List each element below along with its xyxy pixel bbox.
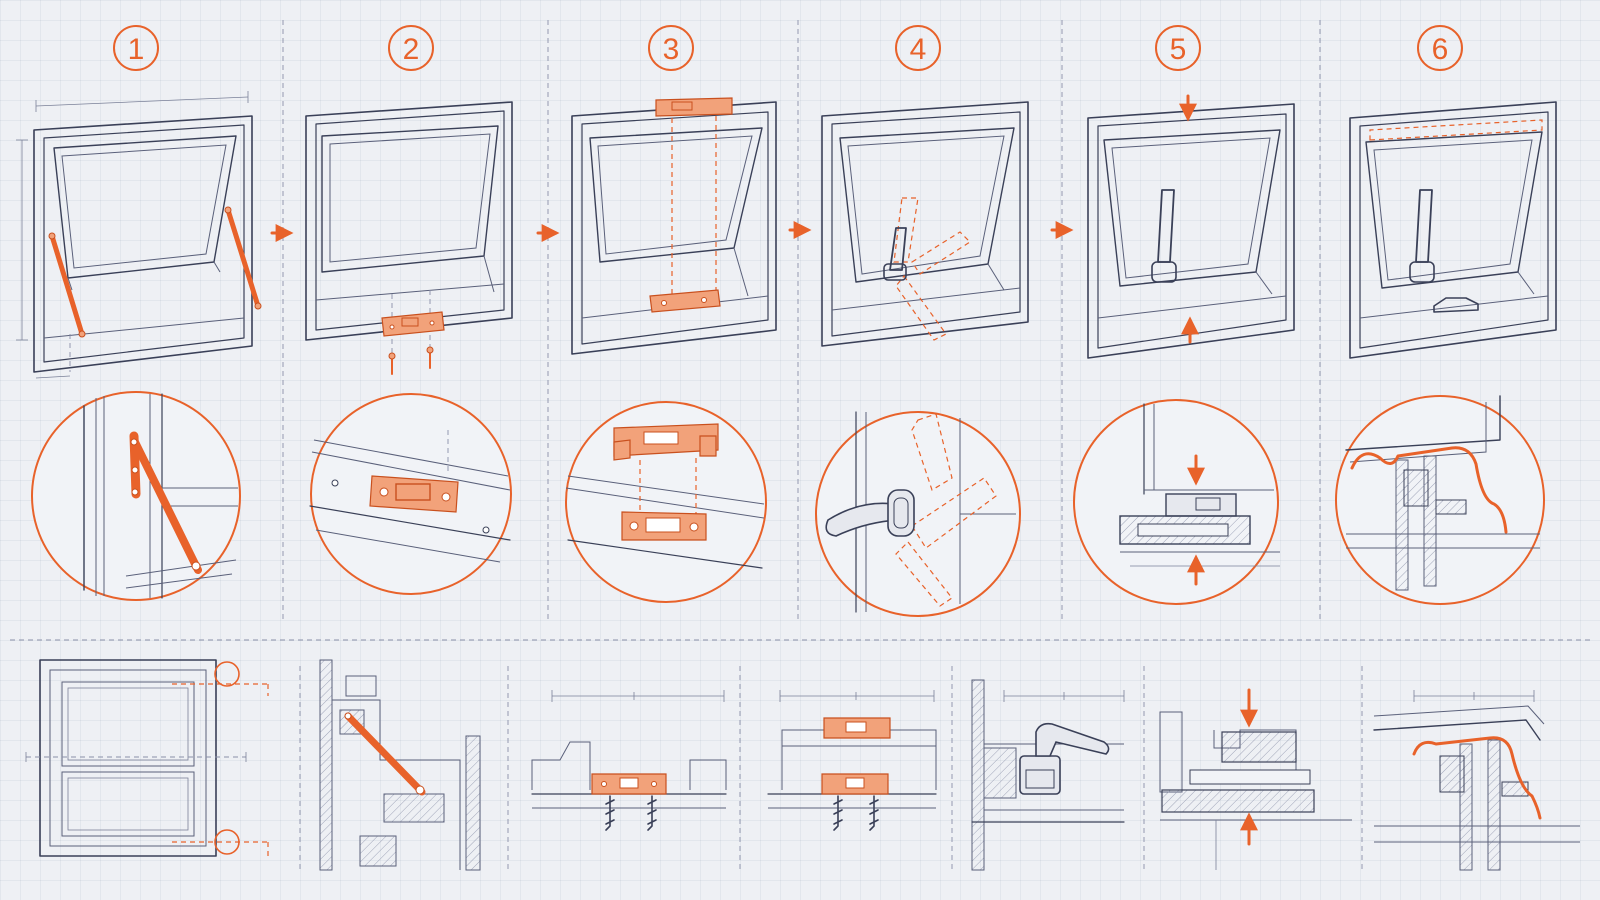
step-6-badge: 6	[1417, 25, 1463, 71]
step-1-detail	[31, 391, 241, 601]
step-2-detail	[309, 393, 512, 595]
step-3-badge: 3	[648, 25, 694, 71]
step-3-detail	[565, 401, 767, 603]
step-1-window	[16, 91, 262, 379]
section-view-1	[25, 659, 269, 857]
step-number: 2	[403, 33, 420, 66]
step-6-detail	[1335, 395, 1545, 605]
section-view-4	[739, 666, 937, 870]
step-4-window	[821, 101, 1029, 347]
section-view-3	[507, 666, 727, 870]
step-3-window	[571, 97, 777, 355]
section-view-6	[1143, 666, 1352, 870]
step-4-detail	[815, 411, 1021, 617]
step-1-badge: 1	[113, 25, 159, 71]
step-4-badge: 4	[895, 25, 941, 71]
step-5-detail	[1073, 399, 1280, 605]
step-6-window	[1349, 101, 1557, 359]
step-5-badge: 5	[1155, 25, 1201, 71]
section-view-7	[1361, 666, 1580, 871]
arrow-right-icon	[270, 221, 1074, 242]
step-2-badge: 2	[388, 25, 434, 71]
step-2-window	[305, 101, 513, 375]
step-number: 3	[663, 33, 680, 66]
step-number: 1	[128, 33, 145, 66]
section-view-5	[951, 666, 1125, 871]
step-number: 6	[1432, 33, 1449, 66]
step-5-window	[1087, 94, 1295, 359]
step-number: 5	[1170, 33, 1187, 66]
step-number: 4	[910, 33, 927, 66]
column-dividers	[10, 20, 1590, 641]
section-view-2	[299, 659, 481, 871]
